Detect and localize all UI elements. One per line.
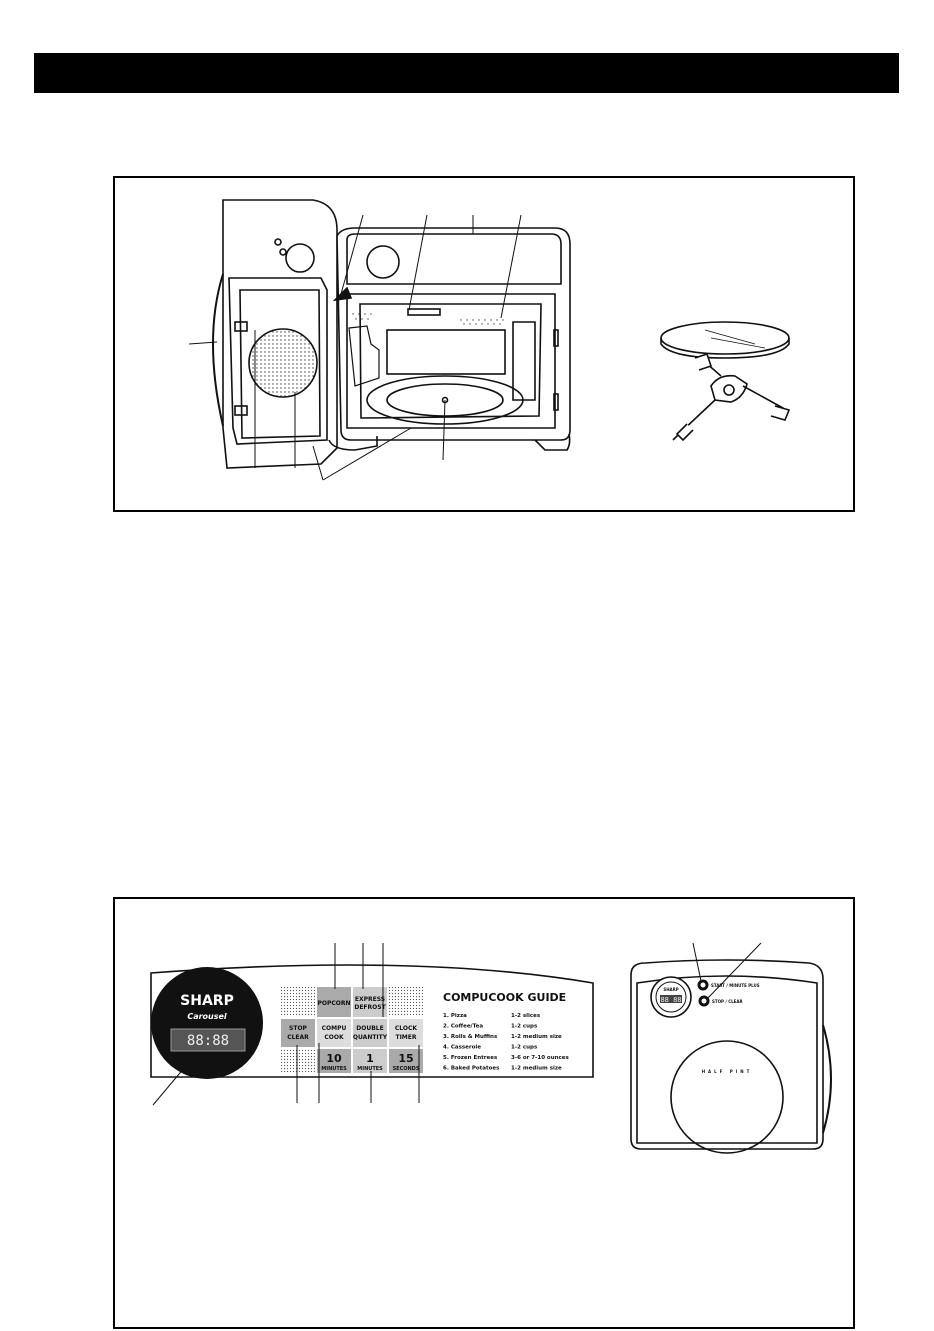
ten-minutes-key[interactable]	[317, 1049, 351, 1073]
compu-label: COMPU	[322, 1025, 347, 1032]
one-label: 1	[366, 1052, 374, 1065]
digital-display	[170, 1028, 246, 1052]
door-label: HALF PINT	[702, 1069, 753, 1074]
express-label: EXPRESS	[355, 996, 385, 1003]
timer-label: TIMER	[395, 1034, 416, 1041]
guide-amount-5: 3-6 or 7-10 ounces	[511, 1055, 570, 1061]
fifteen-seconds-key[interactable]	[389, 1049, 423, 1073]
guide-food-5: 5. Frozen Entrees	[443, 1055, 498, 1061]
control-panel-diagram: SHARP Carousel 88:88 POPCORN EXPRESS DEF…	[150, 942, 832, 1154]
small-unit-door	[670, 1040, 784, 1154]
start-label: START / MINUTE PLUS	[711, 983, 760, 988]
clear-label: CLEAR	[287, 1034, 309, 1041]
ten-unit: MINUTES	[321, 1066, 347, 1072]
express-defrost-key[interactable]	[353, 987, 387, 1017]
fifteen-label: 15	[398, 1052, 413, 1065]
blank-key-3	[281, 1049, 315, 1073]
guide-food-3: 3. Rolls & Muffins	[443, 1034, 498, 1040]
ten-label: 10	[326, 1052, 342, 1065]
oven-diagram	[188, 199, 791, 481]
one-unit: MINUTES	[357, 1066, 383, 1072]
guide-amount-1: 1-2 slices	[511, 1013, 541, 1019]
oven-diagram-frame	[113, 176, 855, 512]
small-unit-readout: 88 88	[660, 996, 681, 1004]
double-quantity-key[interactable]	[353, 1019, 387, 1047]
popcorn-key-label: POPCORN	[317, 1000, 350, 1007]
defrost-label: DEFROST	[354, 1004, 386, 1011]
display-disc	[151, 967, 263, 1079]
clock-label: CLOCK	[395, 1025, 418, 1032]
guide-amount-2: 1-2 cups	[511, 1024, 538, 1030]
guide-title: COMPUCOOK GUIDE	[443, 991, 566, 1004]
model-logo: Carousel	[187, 1012, 227, 1021]
guide-amount-6: 1-2 medium size	[511, 1066, 562, 1072]
double-label: DOUBLE	[356, 1025, 383, 1032]
compu-cook-key[interactable]	[317, 1019, 351, 1047]
cook-label: COOK	[324, 1034, 344, 1041]
blank-key-2	[389, 987, 423, 1017]
section-header-bar	[34, 53, 899, 93]
one-minute-key[interactable]	[353, 1049, 387, 1073]
control-panel-frame: SHARP Carousel 88:88 POPCORN EXPRESS DEF…	[113, 897, 855, 1329]
popcorn-key[interactable]	[317, 987, 351, 1017]
display-readout: 88:88	[187, 1033, 229, 1049]
stop-label-small: STOP / CLEAR	[712, 999, 743, 1004]
clock-timer-key[interactable]	[389, 1019, 423, 1047]
stop-clear-key[interactable]	[281, 1019, 315, 1047]
brand-logo: SHARP	[180, 993, 234, 1009]
guide-food-1: 1. Pizza	[443, 1013, 467, 1019]
guide-food-4: 4. Casserole	[443, 1045, 481, 1051]
guide-amount-4: 1-2 cups	[511, 1045, 538, 1051]
fifteen-unit: SECONDS	[393, 1066, 420, 1072]
quantity-label: QUANTITY	[353, 1034, 388, 1041]
guide-food-6: 6. Baked Potatoes	[443, 1066, 500, 1072]
blank-key-1	[281, 987, 315, 1017]
guide-food-2: 2. Coffee/Tea	[443, 1024, 483, 1030]
stop-label: STOP	[289, 1025, 308, 1032]
guide-amount-3: 1-2 medium size	[511, 1034, 562, 1040]
guide-list: 1. Pizza 1-2 slices 2. Coffee/Tea 1-2 cups 3…	[443, 1013, 570, 1072]
small-unit-brand: SHARP	[663, 987, 678, 992]
